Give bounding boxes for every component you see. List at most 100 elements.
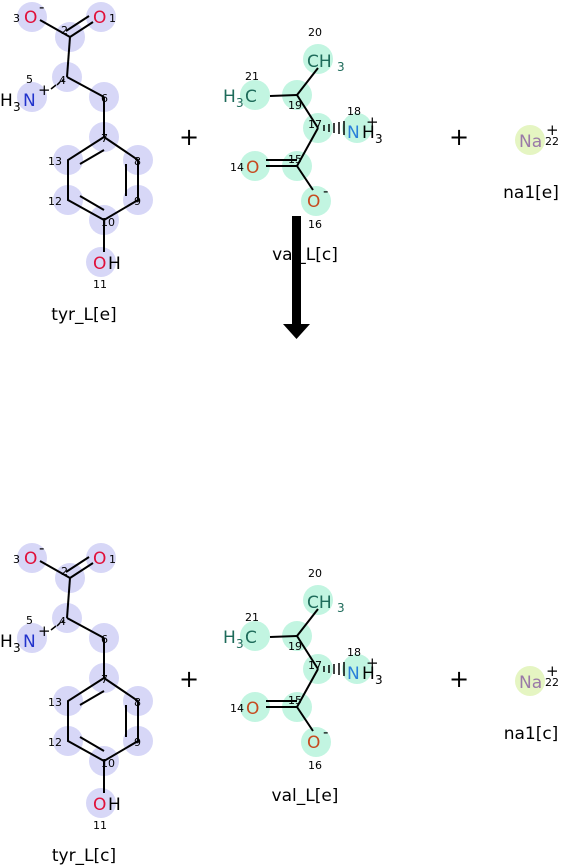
metabolite-name: tyr_L[e] [51,305,116,325]
atom-number-6: 6 [101,92,108,105]
atom-number-17: 17 [308,118,322,131]
oxygen-1-label: O [93,8,106,28]
atom-number-3: 3 [13,553,20,566]
atom-number-1: 1 [109,553,116,566]
atom-number-12: 12 [48,736,62,749]
nitrogen-label: N [23,91,36,111]
ammonium-h: H [362,664,375,684]
methyl-subscript: 3 [337,601,345,615]
atom-number-13: 13 [48,696,62,709]
methyl-label: CH [307,593,332,613]
carboxylate-oxygen: O [307,192,320,212]
hydroxyl-h: H [108,795,121,815]
atom-number-2: 2 [61,24,68,37]
charge-plus: + [546,121,559,139]
plus-sign: + [449,123,469,151]
atom-number-22: 22 [545,135,559,148]
atom-number-9: 9 [134,736,141,749]
atom-number-8: 8 [134,696,141,709]
oxygen-3-label: O [24,8,37,28]
atom-number-18: 18 [347,646,361,659]
charge-minus: - [323,723,328,741]
charge-plus: + [366,113,379,131]
atom-number-5: 5 [26,614,33,627]
methyl-subscript: 3 [236,96,244,110]
atom-number-9: 9 [134,195,141,208]
atom-number-20: 20 [308,26,322,39]
atom-number-22: 22 [545,676,559,689]
atom-number-16: 16 [308,218,322,231]
atom-number-21: 21 [245,611,259,624]
ammonium-h: H [0,91,13,111]
oxygen-1-label: O [93,549,106,569]
charge-minus: - [323,182,328,200]
ammonium-subscript: 3 [13,100,21,114]
atom-number-11: 11 [93,819,107,832]
atom-number-2: 2 [61,565,68,578]
plus-sign: + [179,123,199,151]
methyl-label: CH [307,52,332,72]
atom-number-21: 21 [245,70,259,83]
sodium-reactant: Na + 22 na1[e] [503,121,559,203]
nitrogen-label: N [347,123,360,143]
atom-number-15: 15 [288,694,302,707]
atom-number-3: 3 [13,12,20,25]
hydroxyl-oxygen: O [93,795,106,815]
atom-number-4: 4 [59,615,66,628]
atom-number-19: 19 [288,99,302,112]
ammonium-h: H [0,632,13,652]
carboxylate-oxygen: O [307,733,320,753]
atom-number-11: 11 [93,278,107,291]
ammonium-subscript: 3 [375,132,383,146]
hydroxyl-oxygen: O [93,254,106,274]
methyl-subscript: 3 [236,637,244,651]
oxygen-3-label: O [24,549,37,569]
atom-number-18: 18 [347,105,361,118]
metabolite-name: tyr_L[c] [52,846,116,866]
charge-plus: + [366,654,379,672]
ammonium-subscript: 3 [375,673,383,687]
atom-number-16: 16 [308,759,322,772]
valine-reactant: 20 CH 3 21 H 3 C 19 18 17 N H 3 + 14 O 1… [223,26,383,265]
tyrosine-product: O 1 O 3 - 2 4 5 H 3 N + 6 7 8 9 10 12 13… [0,539,153,866]
methyl-h: H [223,628,236,648]
atom-number-19: 19 [288,640,302,653]
atom-number-14: 14 [230,161,244,174]
metabolite-name: na1[e] [503,183,559,203]
sodium-symbol: Na [519,132,542,152]
hydroxyl-h: H [108,254,121,274]
atom-number-10: 10 [101,757,115,770]
atom-number-7: 7 [101,132,108,145]
methyl-subscript: 3 [337,60,345,74]
atom-number-10: 10 [101,216,115,229]
sodium-product: Na + 22 na1[c] [504,662,559,744]
atom-number-8: 8 [134,155,141,168]
atom-number-7: 7 [101,673,108,686]
charge-plus: + [546,662,559,680]
ammonium-h: H [362,123,375,143]
atom-number-12: 12 [48,195,62,208]
charge-plus: + [38,81,51,99]
sodium-symbol: Na [519,673,542,693]
nitrogen-label: N [347,664,360,684]
carbonyl-oxygen: O [246,158,259,178]
metabolite-name: na1[c] [504,724,559,744]
valine-product: 20 CH 3 21 H 3 C 19 18 17 N H 3 + 14 O 1… [223,567,383,806]
metabolite-name: val_L[c] [272,245,338,265]
methyl-c: C [245,87,257,107]
atom-number-5: 5 [26,73,33,86]
plus-sign: + [179,665,199,693]
methyl-c: C [245,628,257,648]
charge-minus: - [39,0,44,16]
metabolite-name: val_L[e] [272,786,339,806]
plus-sign: + [449,665,469,693]
carbonyl-oxygen: O [246,699,259,719]
charge-minus: - [39,539,44,557]
atom-number-1: 1 [109,12,116,25]
charge-plus: + [38,622,51,640]
methyl-h: H [223,87,236,107]
atom-number-15: 15 [288,153,302,166]
atom-number-6: 6 [101,633,108,646]
atom-number-20: 20 [308,567,322,580]
tyrosine-reactant: O 1 O 3 - 2 4 5 H 3 N + 6 7 8 9 10 12 13… [0,0,153,325]
